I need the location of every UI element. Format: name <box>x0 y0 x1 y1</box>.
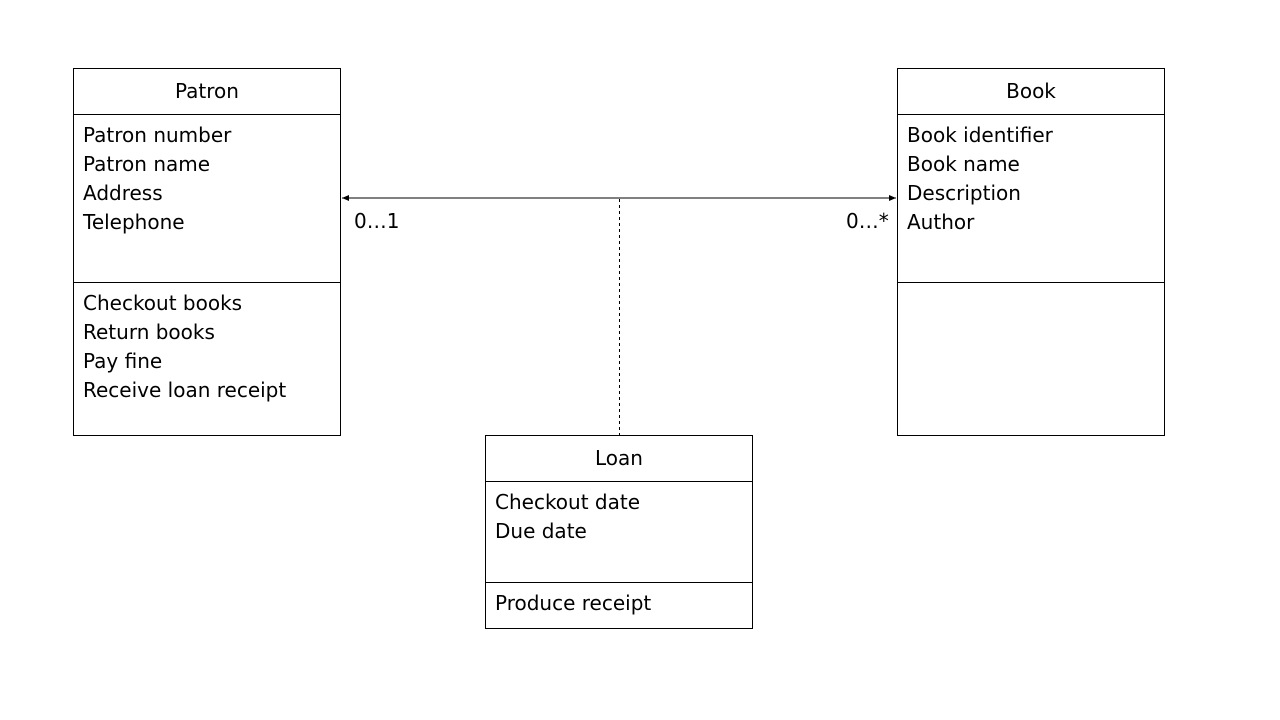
patron-attribute: Patron number <box>83 123 232 147</box>
book-attribute: Description <box>907 181 1021 205</box>
loan-attributes: Checkout date Due date <box>486 481 752 582</box>
patron-class[interactable]: Patron Patron number Patron name Address… <box>73 68 341 436</box>
patron-operation: Return books <box>83 320 215 344</box>
patron-multiplicity-label: 0…1 <box>354 209 400 233</box>
loan-operations: Produce receipt <box>486 582 752 628</box>
patron-operation: Receive loan receipt <box>83 378 287 402</box>
patron-operations: Checkout books Return books Pay fine Rec… <box>74 282 340 435</box>
book-operations <box>898 282 1164 435</box>
loan-attribute: Due date <box>495 519 587 543</box>
loan-class[interactable]: Loan Checkout date Due date Produce rece… <box>485 435 753 629</box>
patron-class-name: Patron <box>175 79 239 103</box>
book-attribute: Book name <box>907 152 1020 176</box>
book-class-name: Book <box>1006 79 1056 103</box>
loan-operation: Produce receipt <box>495 591 652 615</box>
patron-operation: Checkout books <box>83 291 243 315</box>
patron-attribute: Patron name <box>83 152 211 176</box>
loan-attribute: Checkout date <box>495 490 641 514</box>
loan-class-name: Loan <box>595 446 643 470</box>
patron-operation: Pay fine <box>83 349 163 373</box>
patron-attributes: Patron number Patron name Address Teleph… <box>74 114 340 282</box>
book-multiplicity-label: 0…* <box>846 209 889 233</box>
book-class[interactable]: Book Book identifier Book name Descripti… <box>897 68 1165 436</box>
patron-attribute: Address <box>83 181 163 205</box>
patron-attribute: Telephone <box>83 210 185 234</box>
book-attribute: Book identifier <box>907 123 1053 147</box>
book-attributes: Book identifier Book name Description Au… <box>898 114 1164 282</box>
book-attribute: Author <box>907 210 975 234</box>
